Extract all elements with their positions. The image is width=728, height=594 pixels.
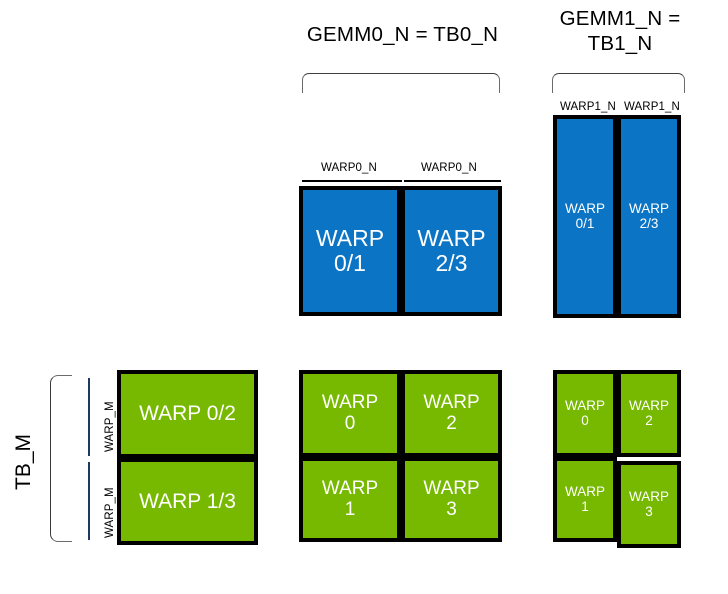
blue-gemm0-cell-1[interactable]: WARP 2/3 (401, 186, 502, 316)
blue-gemm0-cell-0[interactable]: WARP 0/1 (299, 186, 401, 316)
warp-m-top-caption: WARP_M (104, 401, 116, 452)
gemm1-title-line1: GEMM1_N = (559, 7, 681, 30)
green-left-cell-0[interactable]: WARP 0/2 (117, 370, 258, 458)
green-left-group: WARP 0/2 WARP 1/3 (117, 370, 258, 545)
gemm0-span-brace (302, 73, 500, 93)
warp1-n-left-caption: WARP1_N (560, 101, 616, 113)
warp1-n-right-caption: WARP1_N (624, 101, 680, 113)
warp-m-bottom-tick (88, 462, 90, 540)
warp0-n-right-caption: WARP0_N (421, 162, 477, 174)
tb-m-brace (50, 375, 72, 542)
gemm0-title: GEMM0_N = TB0_N (306, 23, 499, 46)
blue-gemm1-group: WARP 0/1 WARP 2/3 (553, 115, 681, 318)
green-right-cell-0[interactable]: WARP 0 (553, 370, 617, 457)
warp0-n-left-rule (302, 180, 402, 182)
green-right-cell-1[interactable]: WARP 1 (553, 457, 617, 542)
green-right-group: WARP 0 WARP 2 WARP 1 WARP 3 (553, 370, 681, 548)
warp-m-top-tick (88, 378, 90, 456)
gemm1-span-brace (552, 73, 685, 93)
warp0-n-right-rule (404, 180, 501, 182)
gemm1-title-line2: TB1_N (587, 32, 653, 55)
green-middle-cell-0[interactable]: WARP 0 (299, 370, 401, 457)
tb-m-label: TB_M (12, 433, 35, 490)
green-right-cell-2[interactable]: WARP 2 (617, 370, 681, 457)
gemm1-title: GEMM1_N = TB1_N (550, 6, 690, 56)
blue-gemm0-group: WARP 0/1 WARP 2/3 (299, 186, 502, 316)
green-middle-cell-3[interactable]: WARP 3 (401, 457, 502, 542)
blue-gemm1-cell-0[interactable]: WARP 0/1 (553, 115, 617, 318)
warp-m-bottom-caption: WARP_M (104, 487, 116, 538)
green-left-cell-1[interactable]: WARP 1/3 (117, 458, 258, 545)
blue-gemm1-cell-1[interactable]: WARP 2/3 (617, 115, 681, 318)
green-middle-group: WARP 0 WARP 2 WARP 1 WARP 3 (299, 370, 502, 542)
green-middle-cell-1[interactable]: WARP 1 (299, 457, 401, 542)
green-middle-cell-2[interactable]: WARP 2 (401, 370, 502, 457)
green-right-cell-3[interactable]: WARP 3 (617, 461, 681, 548)
warp0-n-left-caption: WARP0_N (321, 162, 377, 174)
